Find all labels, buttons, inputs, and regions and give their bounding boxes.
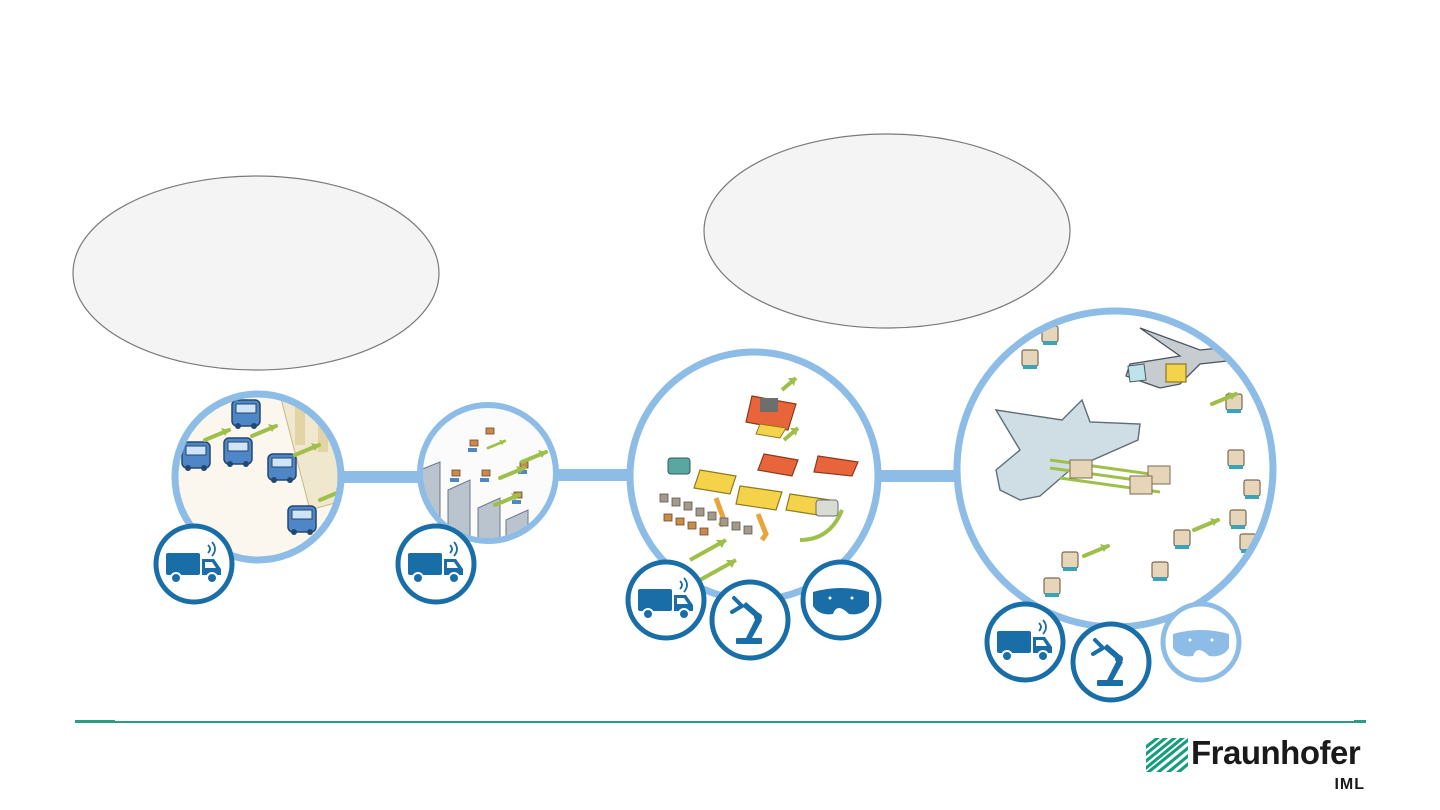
truck-icon bbox=[984, 601, 1066, 683]
conveyor-sorting-scene bbox=[421, 406, 555, 540]
vr-headset-icon bbox=[1160, 601, 1242, 683]
stage-2 bbox=[417, 402, 559, 544]
vr-headset-icon bbox=[800, 559, 882, 641]
robot-arm-icon bbox=[709, 579, 791, 661]
institute-name: IML bbox=[1334, 776, 1365, 793]
truck-icon bbox=[395, 523, 477, 605]
fraunhofer-logo-mark bbox=[1146, 738, 1188, 772]
brand-name: Fraunhofer bbox=[1191, 734, 1361, 771]
speech-bubble-right bbox=[703, 133, 1071, 329]
footer-divider bbox=[75, 720, 1366, 723]
truck-icon bbox=[625, 559, 707, 641]
footer-divider-accent-right bbox=[1354, 720, 1366, 723]
footer-divider-accent-left bbox=[75, 720, 115, 723]
robot-arm-icon bbox=[1070, 621, 1152, 703]
connector-line bbox=[335, 469, 958, 483]
fraunhofer-logo: Fraunhofer IML bbox=[1146, 734, 1371, 800]
stage-4 bbox=[953, 307, 1277, 631]
stage-3 bbox=[626, 348, 882, 604]
truck-icon bbox=[153, 523, 235, 605]
speech-bubble-left bbox=[72, 175, 440, 371]
drone-airship-scene bbox=[958, 312, 1272, 626]
factory-cell-scene bbox=[631, 353, 877, 599]
